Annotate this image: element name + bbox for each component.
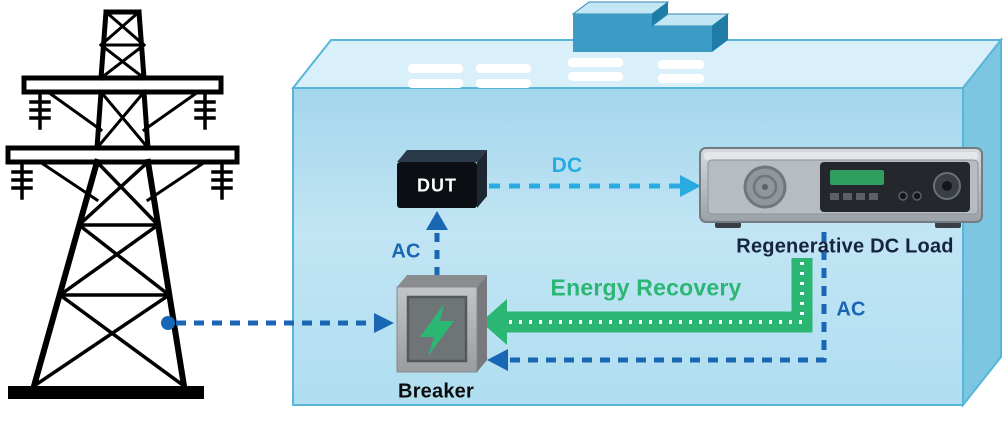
dc-label: DC	[551, 154, 583, 177]
dc-load-device	[699, 147, 983, 228]
dc-dut-to-load-arrow	[489, 175, 701, 197]
ac-in-label: AC	[391, 240, 421, 263]
energy-recovery-arrow	[481, 258, 813, 345]
dut-box	[397, 150, 487, 208]
device-display	[830, 170, 884, 185]
energy-recovery-label: Energy Recovery	[550, 274, 742, 301]
roof-vents	[408, 58, 704, 88]
dut-label: DUT	[417, 175, 457, 196]
transmission-tower	[5, 9, 240, 399]
dc-load-label: Regenerative DC Load	[736, 235, 954, 258]
breaker-label: Breaker	[398, 380, 474, 403]
lightning-icon	[420, 304, 454, 356]
ac-return-label: AC	[836, 298, 866, 321]
breaker-box	[396, 275, 487, 373]
ac-load-to-breaker-arrow	[487, 232, 827, 371]
grid-to-breaker-arrow	[161, 313, 394, 333]
ac-breaker-to-dut-arrow	[426, 211, 448, 276]
roof-blocks	[571, 1, 730, 52]
